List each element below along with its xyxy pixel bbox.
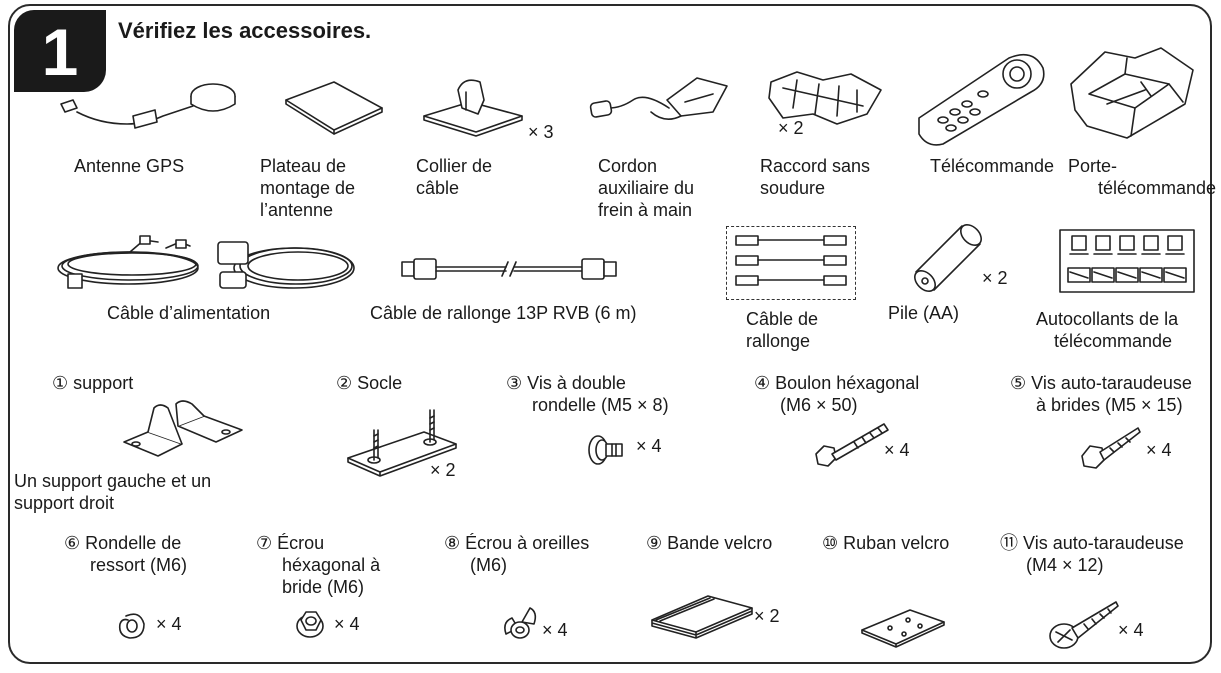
part-1-label: ① support	[52, 373, 134, 393]
part-3-qty: × 4	[636, 436, 662, 456]
part-7-qty: × 4	[334, 614, 360, 634]
gps-antenna-illustration	[60, 83, 236, 129]
power-cable-label: Câble d’alimentation	[107, 303, 271, 323]
part-2-label: ② Socle	[336, 373, 403, 393]
part-5-qty: × 4	[1146, 440, 1172, 460]
solderless-connector-illustration	[768, 71, 882, 125]
step-number: 1	[41, 15, 79, 89]
remote-holder-label: Porte-télécommande	[1068, 156, 1217, 198]
hex-bolt-illustration	[815, 423, 889, 467]
battery-label: Pile (AA)	[888, 303, 960, 323]
brake-lead-illustration	[589, 77, 728, 120]
remote-holder-illustration	[1070, 47, 1194, 139]
rgb-cable-label: Câble de rallonge 13P RVB (6 m)	[370, 303, 637, 323]
part-8-qty: × 4	[542, 620, 568, 640]
part-11-qty: × 4	[1118, 620, 1144, 640]
antenna-plate-illustration	[285, 81, 383, 135]
battery-illustration	[914, 224, 982, 292]
base-illustration	[347, 409, 457, 477]
part-8-label: ⑧ Écrou à oreilles(M6)	[444, 533, 590, 575]
part-10-label: ⑩ Ruban velcro	[822, 533, 950, 553]
cable-clamp-illustration	[423, 79, 523, 137]
tapping-screw-illustration	[1049, 601, 1119, 649]
velcro-tape-illustration	[861, 609, 945, 648]
wing-nut-illustration	[504, 607, 537, 639]
part-6-qty: × 4	[156, 614, 182, 634]
remote-control-label: Télécommande	[930, 156, 1055, 176]
solderless-qty: × 2	[778, 118, 804, 138]
part-11-label: ⑪ Vis auto-taraudeuse(M4 × 12)	[1000, 533, 1184, 575]
flange-nut-illustration	[296, 611, 324, 638]
remote-stickers-illustration	[1059, 229, 1195, 293]
step-badge: 1	[14, 10, 106, 92]
battery-qty: × 2	[982, 268, 1008, 288]
flange-screw-illustration	[1081, 427, 1141, 469]
gps-antenna-label: Antenne GPS	[74, 156, 185, 176]
part-2-qty: × 2	[430, 460, 456, 480]
extension-cables-illustration	[735, 235, 847, 286]
step-title: Vérifiez les accessoires.	[118, 18, 372, 43]
part-9-label: ⑨ Bande velcro	[646, 533, 773, 553]
part-9-qty: × 2	[754, 606, 780, 626]
bracket-illustration	[123, 400, 243, 457]
part-4-qty: × 4	[884, 440, 910, 460]
rgb-cable-illustration	[401, 258, 617, 280]
power-cable-illustration	[57, 235, 355, 289]
part-4-label: ④ Boulon héxagonal(M6 × 50)	[754, 373, 920, 415]
accessories-panel: 1	[8, 4, 1212, 664]
spring-washer-illustration	[118, 613, 145, 639]
cable-clamp-qty: × 3	[528, 122, 554, 142]
remote-control-illustration	[918, 53, 1045, 146]
extension-cables-box	[726, 226, 856, 300]
washer-screw-illustration	[588, 435, 623, 465]
velcro-strip-illustration	[651, 595, 753, 639]
